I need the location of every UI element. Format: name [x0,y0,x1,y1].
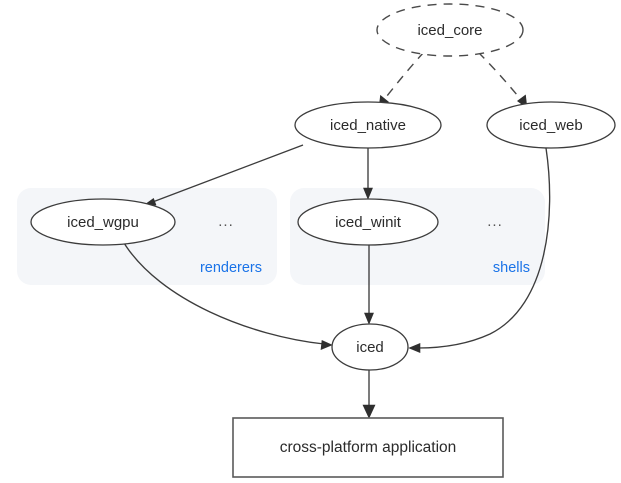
edge-iced-to-app-arrowhead [362,404,376,419]
cluster-shells-ellipsis: ... [487,213,503,230]
node-iced-web-shape[interactable] [486,101,616,149]
cluster-renderers-label: renderers [200,260,262,276]
edge-wgpu-to-iced-arrowhead [320,340,333,350]
node-iced-wgpu[interactable]: iced_wgpu [30,198,176,246]
edge-web-to-iced [408,147,551,353]
edge-web-to-iced-line [417,147,551,349]
edge-wgpu-to-iced [123,242,333,350]
edge-core-to-web [477,51,528,109]
cluster-shells-label: shells [493,260,530,276]
node-application[interactable]: cross-platform application [232,417,504,478]
edge-native-to-winit [363,148,373,200]
node-application-label: cross-platform application [280,439,457,456]
edge-winit-to-iced [364,245,374,325]
node-iced-native[interactable]: iced_native [294,101,442,149]
node-iced-winit[interactable]: iced_winit [297,198,439,246]
edge-winit-to-iced-arrowhead [364,312,374,325]
edge-wgpu-to-iced-line [123,242,325,345]
cluster-renderers-ellipsis: ... [218,213,234,230]
node-iced-shape[interactable] [331,323,409,371]
edge-core-to-native-line [382,51,425,102]
node-iced-core[interactable]: iced_core [376,3,524,57]
node-iced-web[interactable]: iced_web [486,101,616,149]
node-iced-core-shape[interactable] [376,3,524,57]
edge-web-to-iced-arrowhead [408,343,421,353]
node-iced-wgpu-shape[interactable] [30,198,176,246]
node-application-shape[interactable] [232,417,504,478]
edge-core-to-native [378,51,425,109]
node-iced-native-shape[interactable] [294,101,442,149]
edge-core-to-web-line [477,51,523,102]
edge-iced-to-app [362,370,376,419]
edge-native-to-winit-arrowhead [363,187,373,200]
edge-native-to-wgpu-line [149,144,304,204]
node-iced-winit-shape[interactable] [297,198,439,246]
node-iced[interactable]: iced [331,323,409,371]
